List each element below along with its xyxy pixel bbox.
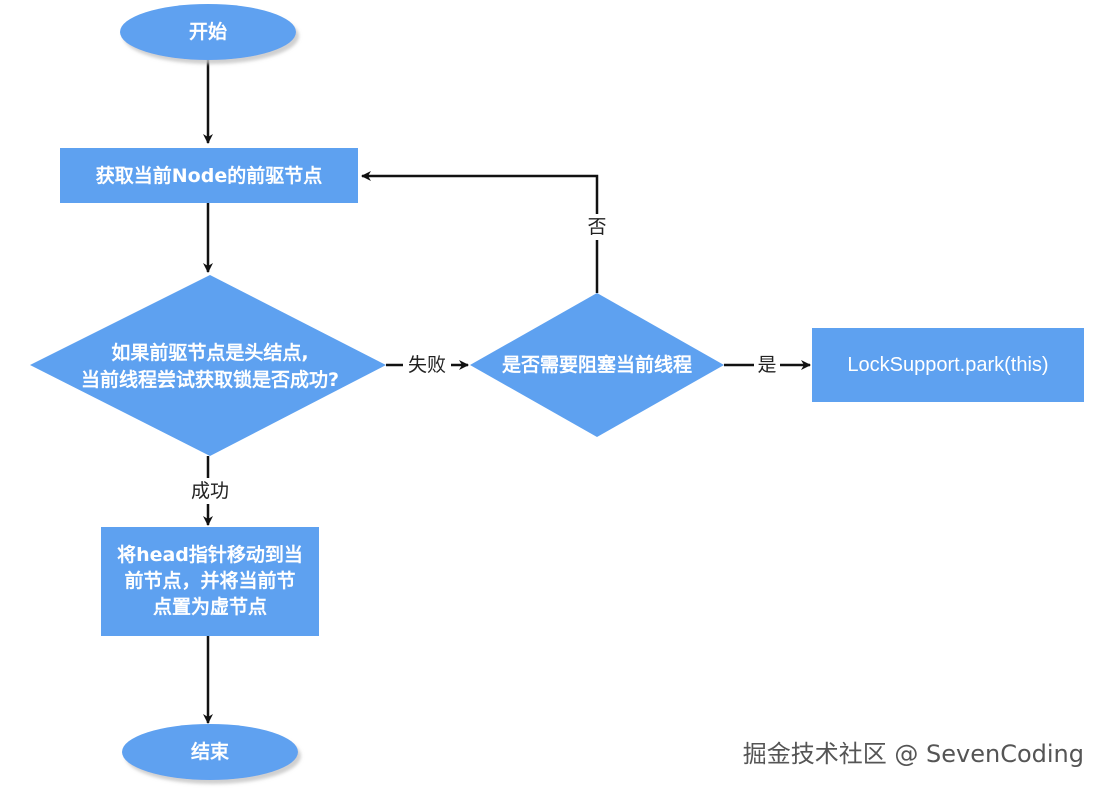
edge-label-success: 成功 [191, 480, 229, 502]
node-set-head-line-1: 将head指针移动到当 [117, 543, 303, 566]
node-set-head: 将head指针移动到当 前节点，并将当前节 点置为虚节点 [101, 527, 319, 636]
node-should-park: 是否需要阻塞当前线程 [470, 293, 724, 437]
watermark: 掘金技术社区 @ SevenCoding [743, 740, 1084, 768]
node-end-label: 结束 [191, 740, 230, 763]
node-start-label: 开始 [189, 20, 227, 43]
node-should-park-label: 是否需要阻塞当前线程 [502, 353, 692, 376]
node-try-acquire: 如果前驱节点是头结点, 当前线程尝试获取锁是否成功? [30, 275, 386, 456]
node-get-pred-label: 获取当前Node的前驱节点 [96, 164, 322, 187]
node-try-acquire-line-1: 如果前驱节点是头结点, [111, 341, 308, 364]
node-park: LockSupport.park(this) [812, 328, 1084, 402]
node-end: 结束 [122, 724, 298, 780]
node-set-head-line-3: 点置为虚节点 [153, 595, 267, 618]
node-start: 开始 [120, 4, 296, 60]
node-set-head-line-2: 前节点，并将当前节 [124, 569, 295, 592]
edge-label-yes: 是 [757, 354, 776, 376]
node-get-pred: 获取当前Node的前驱节点 [60, 148, 358, 203]
edge-label-no: 否 [587, 216, 606, 238]
node-try-acquire-line-2: 当前线程尝试获取锁是否成功? [81, 368, 339, 391]
node-park-label: LockSupport.park(this) [847, 354, 1048, 376]
edge-label-fail: 失败 [408, 354, 446, 376]
edge-should-park-to-get-pred [361, 171, 599, 293]
